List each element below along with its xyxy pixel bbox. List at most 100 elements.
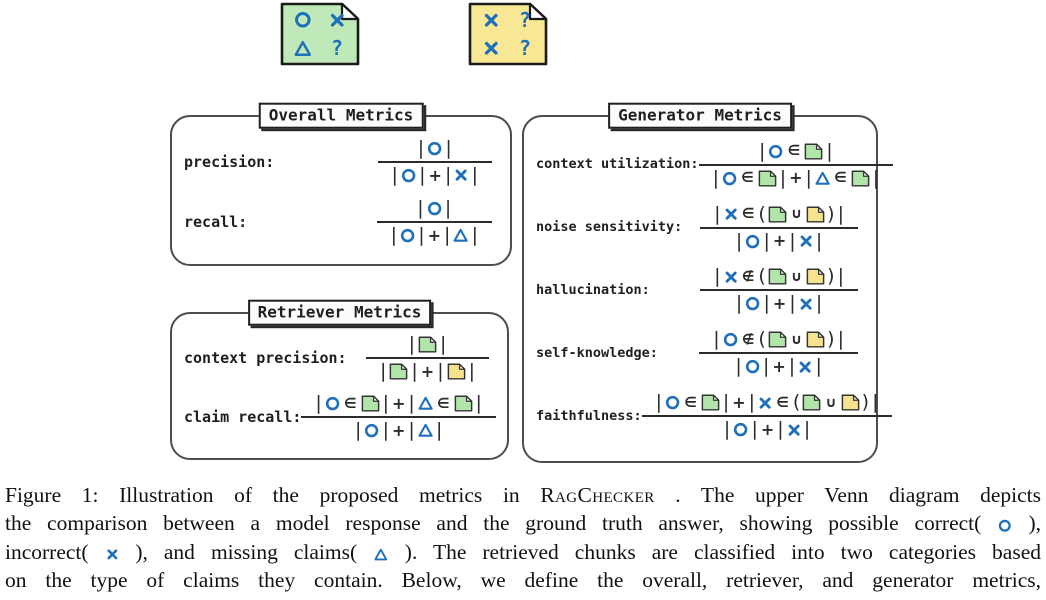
missing-claim-icon xyxy=(815,171,830,185)
cardinality-bar: | xyxy=(444,197,452,219)
retriever-metrics-box: Retriever Metrics context precision:| ||… xyxy=(170,299,509,460)
math-operator: + xyxy=(427,225,441,245)
math-operator: + xyxy=(391,420,406,440)
cardinality-bar: | xyxy=(471,164,478,186)
cardinality-bar: | xyxy=(713,328,720,351)
math-operator: ∈ xyxy=(684,394,697,411)
correct-claim-icon xyxy=(745,234,760,249)
cardinality-bar: | xyxy=(408,333,415,355)
cardinality-bar: | xyxy=(826,139,833,162)
metric-label: hallucination: xyxy=(536,281,650,298)
math-operator: ∈ xyxy=(344,395,357,412)
missing-claim-icon xyxy=(294,40,312,57)
math-operator: ) xyxy=(827,265,835,288)
cardinality-bar: | xyxy=(762,355,770,378)
generator-metrics-title: Generator Metrics xyxy=(608,102,792,129)
metric-row: faithfulness:|∈ |+|∈( ∪ )|||+|| xyxy=(536,392,893,441)
cardinality-bar: | xyxy=(759,139,766,162)
cardinality-bar: | xyxy=(837,202,844,225)
fraction-numerator: || xyxy=(377,137,492,163)
cardinality-bar: | xyxy=(408,392,415,414)
cardinality-bar: | xyxy=(408,419,415,441)
cardinality-bar: | xyxy=(789,292,796,315)
overall-metrics-title: Overall Metrics xyxy=(258,102,424,129)
cardinality-bar: | xyxy=(315,392,322,414)
cardinality-bar: | xyxy=(390,224,397,246)
missing-claim-icon xyxy=(374,548,388,561)
math-operator: ∈ xyxy=(741,206,755,223)
cardinality-bar: | xyxy=(382,419,389,441)
incorrect-claim-icon xyxy=(454,168,468,182)
metric-row: claim recall:|∈ |+|∈ |||+|| xyxy=(184,393,497,440)
metric-row: context precision:| || |+| | xyxy=(184,334,497,381)
fraction-numerator: |∈ | xyxy=(698,139,894,166)
correct-claim-icon xyxy=(401,168,416,183)
caption-line: on the type of claims they contain. Belo… xyxy=(5,568,1041,593)
math-operator: ∪ xyxy=(825,394,837,411)
cardinality-bar: | xyxy=(748,391,756,414)
irrelevant-chunk-icon xyxy=(841,394,860,411)
fraction-numerator: |∈( ∪ )| xyxy=(700,204,858,229)
metric-label: context utilization: xyxy=(536,156,699,173)
incorrect-claim-icon xyxy=(758,396,772,410)
math-operator: ∪ xyxy=(790,206,803,223)
caption-line: the comparison between a model response … xyxy=(5,511,1041,536)
math-operator: + xyxy=(420,361,435,381)
overall-metrics-body: precision:||||+||recall:||||+|| xyxy=(172,117,510,264)
metric-fraction: ||||+|| xyxy=(376,197,492,246)
note-symbol-grid: ?? xyxy=(474,6,542,62)
green-chunk-note: ? xyxy=(280,2,360,66)
cardinality-bar: | xyxy=(735,355,742,378)
math-operator: ∈ xyxy=(436,395,450,412)
correct-claim-icon xyxy=(768,144,783,159)
fraction-numerator: | | xyxy=(365,333,489,359)
math-operator: ∉ xyxy=(741,268,755,285)
cardinality-bar: | xyxy=(435,419,443,441)
cardinality-bar: | xyxy=(815,229,823,252)
metric-row: hallucination:|∉( ∪ )|||+|| xyxy=(536,266,866,313)
cardinality-bar: | xyxy=(417,137,425,159)
correct-claim-icon xyxy=(723,332,738,347)
math-operator: ( xyxy=(758,265,766,288)
unknown-claim-icon: ? xyxy=(330,36,344,60)
metric-row: precision:||||+|| xyxy=(184,138,500,185)
math-operator: ∪ xyxy=(790,268,803,285)
correct-claim-icon xyxy=(665,395,680,410)
fraction-denominator: ||+|| xyxy=(378,163,492,185)
correct-claim-icon xyxy=(745,296,760,311)
metric-fraction: |∈( ∪ )|||+|| xyxy=(700,204,858,251)
relevant-chunk-icon xyxy=(701,394,720,411)
metric-label: faithfulness: xyxy=(536,407,642,424)
math-operator: ( xyxy=(758,202,766,225)
fraction-numerator: |∈ |+|∈( ∪ )| xyxy=(641,391,893,418)
cardinality-bar: | xyxy=(837,265,844,288)
relevant-chunk-icon xyxy=(768,268,787,285)
cardinality-bar: | xyxy=(437,360,444,382)
unknown-claim-icon: ? xyxy=(518,36,532,60)
cardinality-bar: | xyxy=(872,391,879,414)
cardinality-bar: | xyxy=(354,419,362,441)
math-operator: + xyxy=(789,168,803,188)
math-operator: + xyxy=(772,356,786,376)
incorrect-claim-icon xyxy=(799,234,813,248)
cardinality-bar: | xyxy=(411,360,418,382)
correct-claim-icon xyxy=(733,422,748,437)
unknown-claim-icon: ? xyxy=(518,8,532,32)
math-operator: + xyxy=(428,165,442,185)
metric-fraction: |∉( ∪ )|||+|| xyxy=(700,266,858,313)
relevant-chunk-icon xyxy=(418,336,437,353)
cardinality-bar: | xyxy=(419,164,426,186)
metric-fraction: ||||+|| xyxy=(377,137,492,185)
cardinality-bar: | xyxy=(712,166,719,189)
retriever-metrics-title: Retriever Metrics xyxy=(247,299,432,326)
math-operator: ( xyxy=(792,391,801,414)
incorrect-claim-icon xyxy=(724,207,738,221)
math-operator: ( xyxy=(758,328,766,351)
figure-caption: Figure 1: Illustration of the proposed m… xyxy=(5,481,1041,595)
cardinality-bar: | xyxy=(723,418,731,441)
relevant-chunk-icon xyxy=(758,170,777,187)
metric-label: context precision: xyxy=(184,348,347,367)
cardinality-bar: | xyxy=(445,137,452,159)
cardinality-bar: | xyxy=(714,265,721,288)
cardinality-bar: | xyxy=(788,355,796,378)
